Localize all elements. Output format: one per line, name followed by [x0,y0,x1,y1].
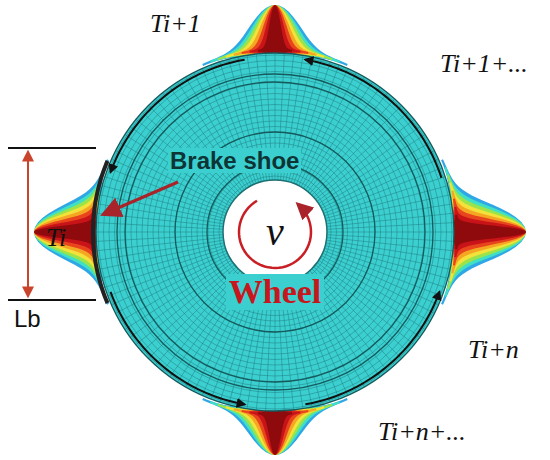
mesh-line [96,235,223,242]
mesh-line [105,177,226,216]
mesh-line [303,82,372,189]
brake-shoe [93,161,107,303]
mesh-line [108,251,227,297]
dimension-tick [8,148,96,300]
mesh-line [324,251,443,297]
mesh-line [142,267,236,352]
mesh-line [170,87,245,190]
part-name: Wheel [226,274,325,310]
mesh-line [324,248,445,287]
dimension-line [27,152,29,296]
mesh-line [327,223,454,230]
wheel-ring [125,82,425,382]
hub-bore [223,180,327,284]
mesh-line [105,248,226,287]
mesh-line [116,256,229,314]
mesh-line [324,177,445,216]
mesh-line [97,213,223,226]
mesh-line [299,73,357,186]
mesh-line [97,237,223,250]
mesh-line [324,168,443,214]
temperature-label: Ti+1 [150,10,201,37]
mesh-line [296,68,348,184]
mesh-line [327,237,453,250]
mesh-line [108,168,227,214]
rotation-track [305,60,441,178]
temperature-label: Ti+n [468,336,519,363]
rotation-track [305,292,439,404]
mesh-line [321,256,434,314]
mesh-line [327,232,454,233]
temperature-label: Ti+n+... [378,418,466,445]
wheel-ring [96,53,454,411]
mesh-line [319,260,426,329]
mesh-line [317,127,420,202]
mesh-line [321,151,434,209]
mesh-line [327,213,453,226]
leader-arrow [104,182,178,214]
rotation-track [111,292,245,404]
mesh-line [314,112,408,197]
wheel-body [96,53,454,411]
temperature-label: Ti [46,224,66,251]
mesh-line [327,235,454,242]
mesh-line [323,253,439,305]
dimension-label: Lb [14,306,41,331]
mesh-line [155,99,240,193]
part-name: Brake shoe [168,148,301,173]
mesh-line [96,232,223,233]
wheel-ring [117,74,433,390]
temperature-label: Ti+1+... [440,50,528,77]
mesh-line [130,263,233,338]
speed-symbol: v [266,211,284,253]
mesh-line [96,223,223,230]
rotation-arrow [239,201,311,268]
